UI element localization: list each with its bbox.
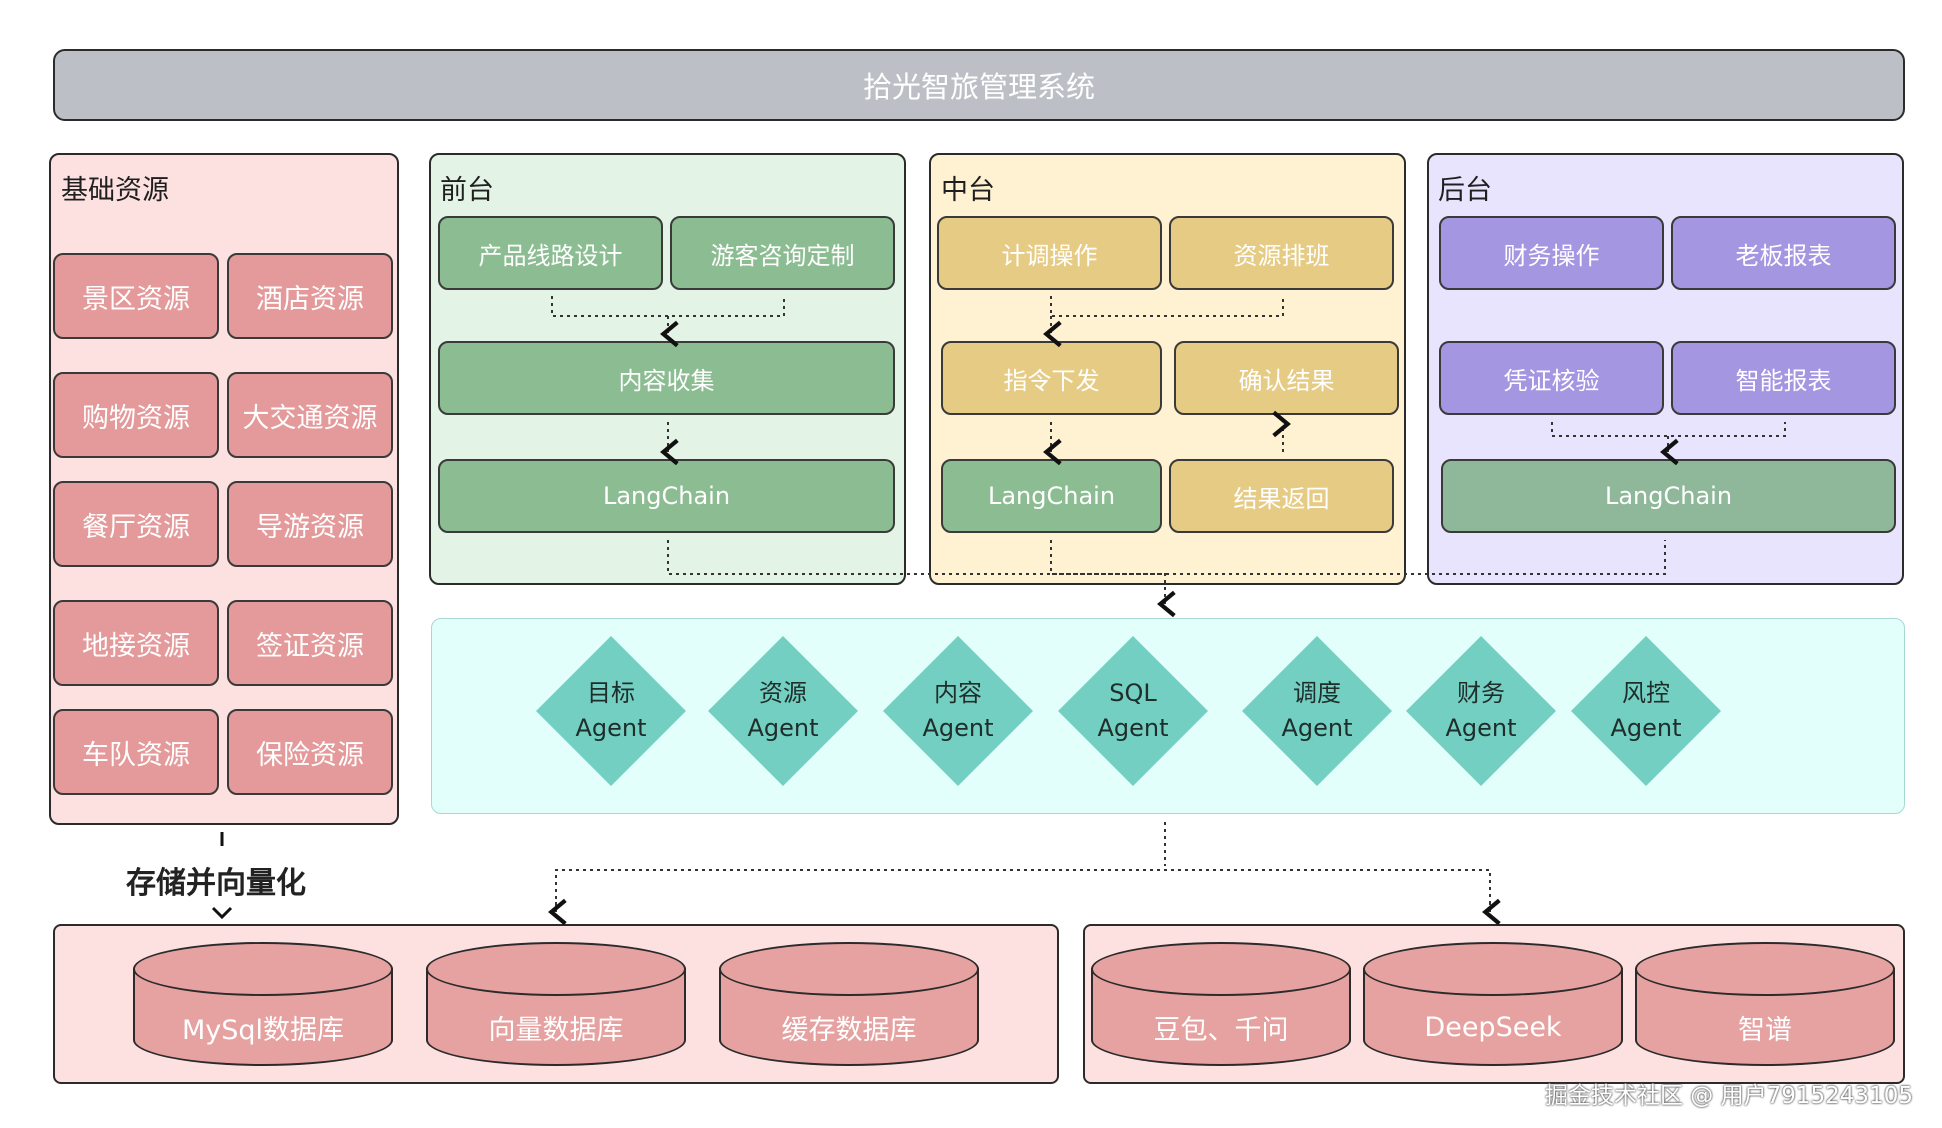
resource-restaurant[interactable]: 餐厅资源 bbox=[53, 481, 219, 567]
command-dispatch-button[interactable]: 指令下发 bbox=[941, 341, 1162, 415]
resource-local-agency[interactable]: 地接资源 bbox=[53, 600, 219, 686]
model-zhipu[interactable]: 智谱 bbox=[1635, 942, 1895, 1068]
model-deepseek[interactable]: DeepSeek bbox=[1363, 942, 1623, 1068]
planning-operation-button[interactable]: 计调操作 bbox=[937, 216, 1162, 290]
content-collect-button[interactable]: 内容收集 bbox=[438, 341, 895, 415]
system-title: 拾光智旅管理系统 bbox=[862, 70, 1095, 104]
bus-to-agent-arrow bbox=[1050, 540, 1176, 618]
product-route-design-button[interactable]: 产品线路设计 bbox=[438, 216, 663, 290]
model-doubao-qianwen[interactable]: 豆包、千问 bbox=[1091, 942, 1351, 1068]
smart-report-button[interactable]: 智能报表 bbox=[1671, 341, 1896, 415]
resource-fleet[interactable]: 车队资源 bbox=[53, 709, 219, 795]
result-return-button[interactable]: 结果返回 bbox=[1169, 459, 1394, 533]
middle-merge-line bbox=[1050, 296, 1284, 317]
resource-hotel[interactable]: 酒店资源 bbox=[227, 253, 393, 339]
confirm-result-button[interactable]: 确认结果 bbox=[1174, 341, 1399, 415]
mysql-database[interactable]: MySql数据库 bbox=[133, 942, 393, 1068]
resource-scheduling-button[interactable]: 资源排班 bbox=[1169, 216, 1394, 290]
base-resources-title: 基础资源 bbox=[61, 175, 169, 206]
resource-transport[interactable]: 大交通资源 bbox=[227, 372, 393, 458]
front-langchain-button[interactable]: LangChain bbox=[438, 459, 895, 533]
storage-split-line bbox=[555, 869, 1491, 906]
front-merge-line bbox=[551, 296, 785, 317]
voucher-check-button[interactable]: 凭证核验 bbox=[1439, 341, 1664, 415]
resource-scenic[interactable]: 景区资源 bbox=[53, 253, 219, 339]
langchain-bus-line bbox=[667, 540, 1666, 575]
store-vectorize-label: 存储并向量化 bbox=[126, 866, 306, 901]
front-title: 前台 bbox=[440, 175, 494, 206]
resource-visa[interactable]: 签证资源 bbox=[227, 600, 393, 686]
back-title: 后台 bbox=[1438, 175, 1492, 206]
back-langchain-button[interactable]: LangChain bbox=[1441, 459, 1896, 533]
tourist-consult-button[interactable]: 游客咨询定制 bbox=[670, 216, 895, 290]
resource-guide[interactable]: 导游资源 bbox=[227, 481, 393, 567]
resource-insurance[interactable]: 保险资源 bbox=[227, 709, 393, 795]
finance-operation-button[interactable]: 财务操作 bbox=[1439, 216, 1664, 290]
resource-shopping[interactable]: 购物资源 bbox=[53, 372, 219, 458]
boss-report-button[interactable]: 老板报表 bbox=[1671, 216, 1896, 290]
system-title-bar: 拾光智旅管理系统 bbox=[53, 49, 1905, 121]
cache-database[interactable]: 缓存数据库 bbox=[719, 942, 979, 1068]
back-merge-line bbox=[1551, 422, 1786, 437]
middle-title: 中台 bbox=[941, 175, 995, 206]
store-arrow-head bbox=[211, 906, 233, 920]
vector-database[interactable]: 向量数据库 bbox=[426, 942, 686, 1068]
watermark: 掘金技术社区 @ 用户7915243105 bbox=[1545, 1083, 1913, 1109]
